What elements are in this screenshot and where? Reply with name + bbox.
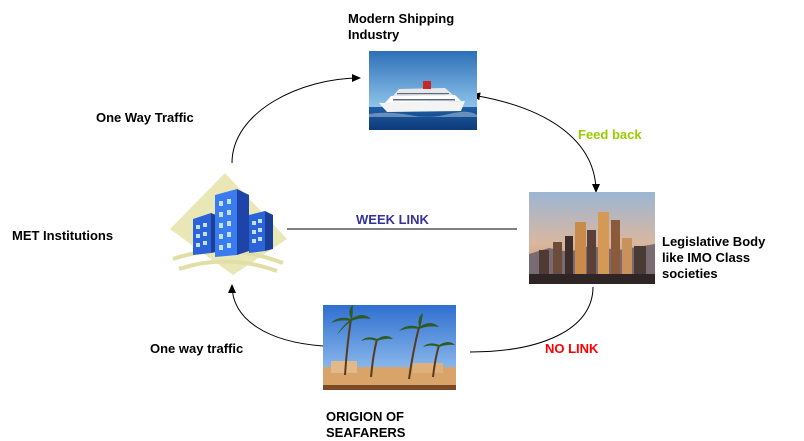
node-label-origin: ORIGION OF SEAFARERS bbox=[326, 409, 406, 440]
cruise-ship-image bbox=[369, 51, 477, 130]
node-label-shipping: Modern Shipping Industry bbox=[348, 11, 455, 42]
no-link-line bbox=[469, 286, 594, 353]
one-way-traffic-bottom-arrow bbox=[228, 284, 324, 347]
edge-label-one-way-traffic-bottom: One way traffic bbox=[150, 341, 244, 356]
edge-label-no-link: NO LINK bbox=[545, 341, 599, 356]
edge-label-one-way-traffic-top: One Way Traffic bbox=[96, 110, 194, 125]
city-skyline-image bbox=[529, 192, 655, 284]
node-label-legislative: Legislative Body like IMO Class societie… bbox=[662, 234, 766, 281]
edge-label-feed-back: Feed back bbox=[578, 127, 642, 142]
feed-back-arrow bbox=[471, 92, 600, 193]
one-way-traffic-top-arrow bbox=[231, 74, 361, 164]
edge-label-week-link: WEEK LINK bbox=[356, 212, 429, 227]
palm-trees-image bbox=[323, 305, 456, 390]
node-label-met: MET Institutions bbox=[12, 228, 114, 243]
office-buildings-icon bbox=[165, 171, 290, 281]
